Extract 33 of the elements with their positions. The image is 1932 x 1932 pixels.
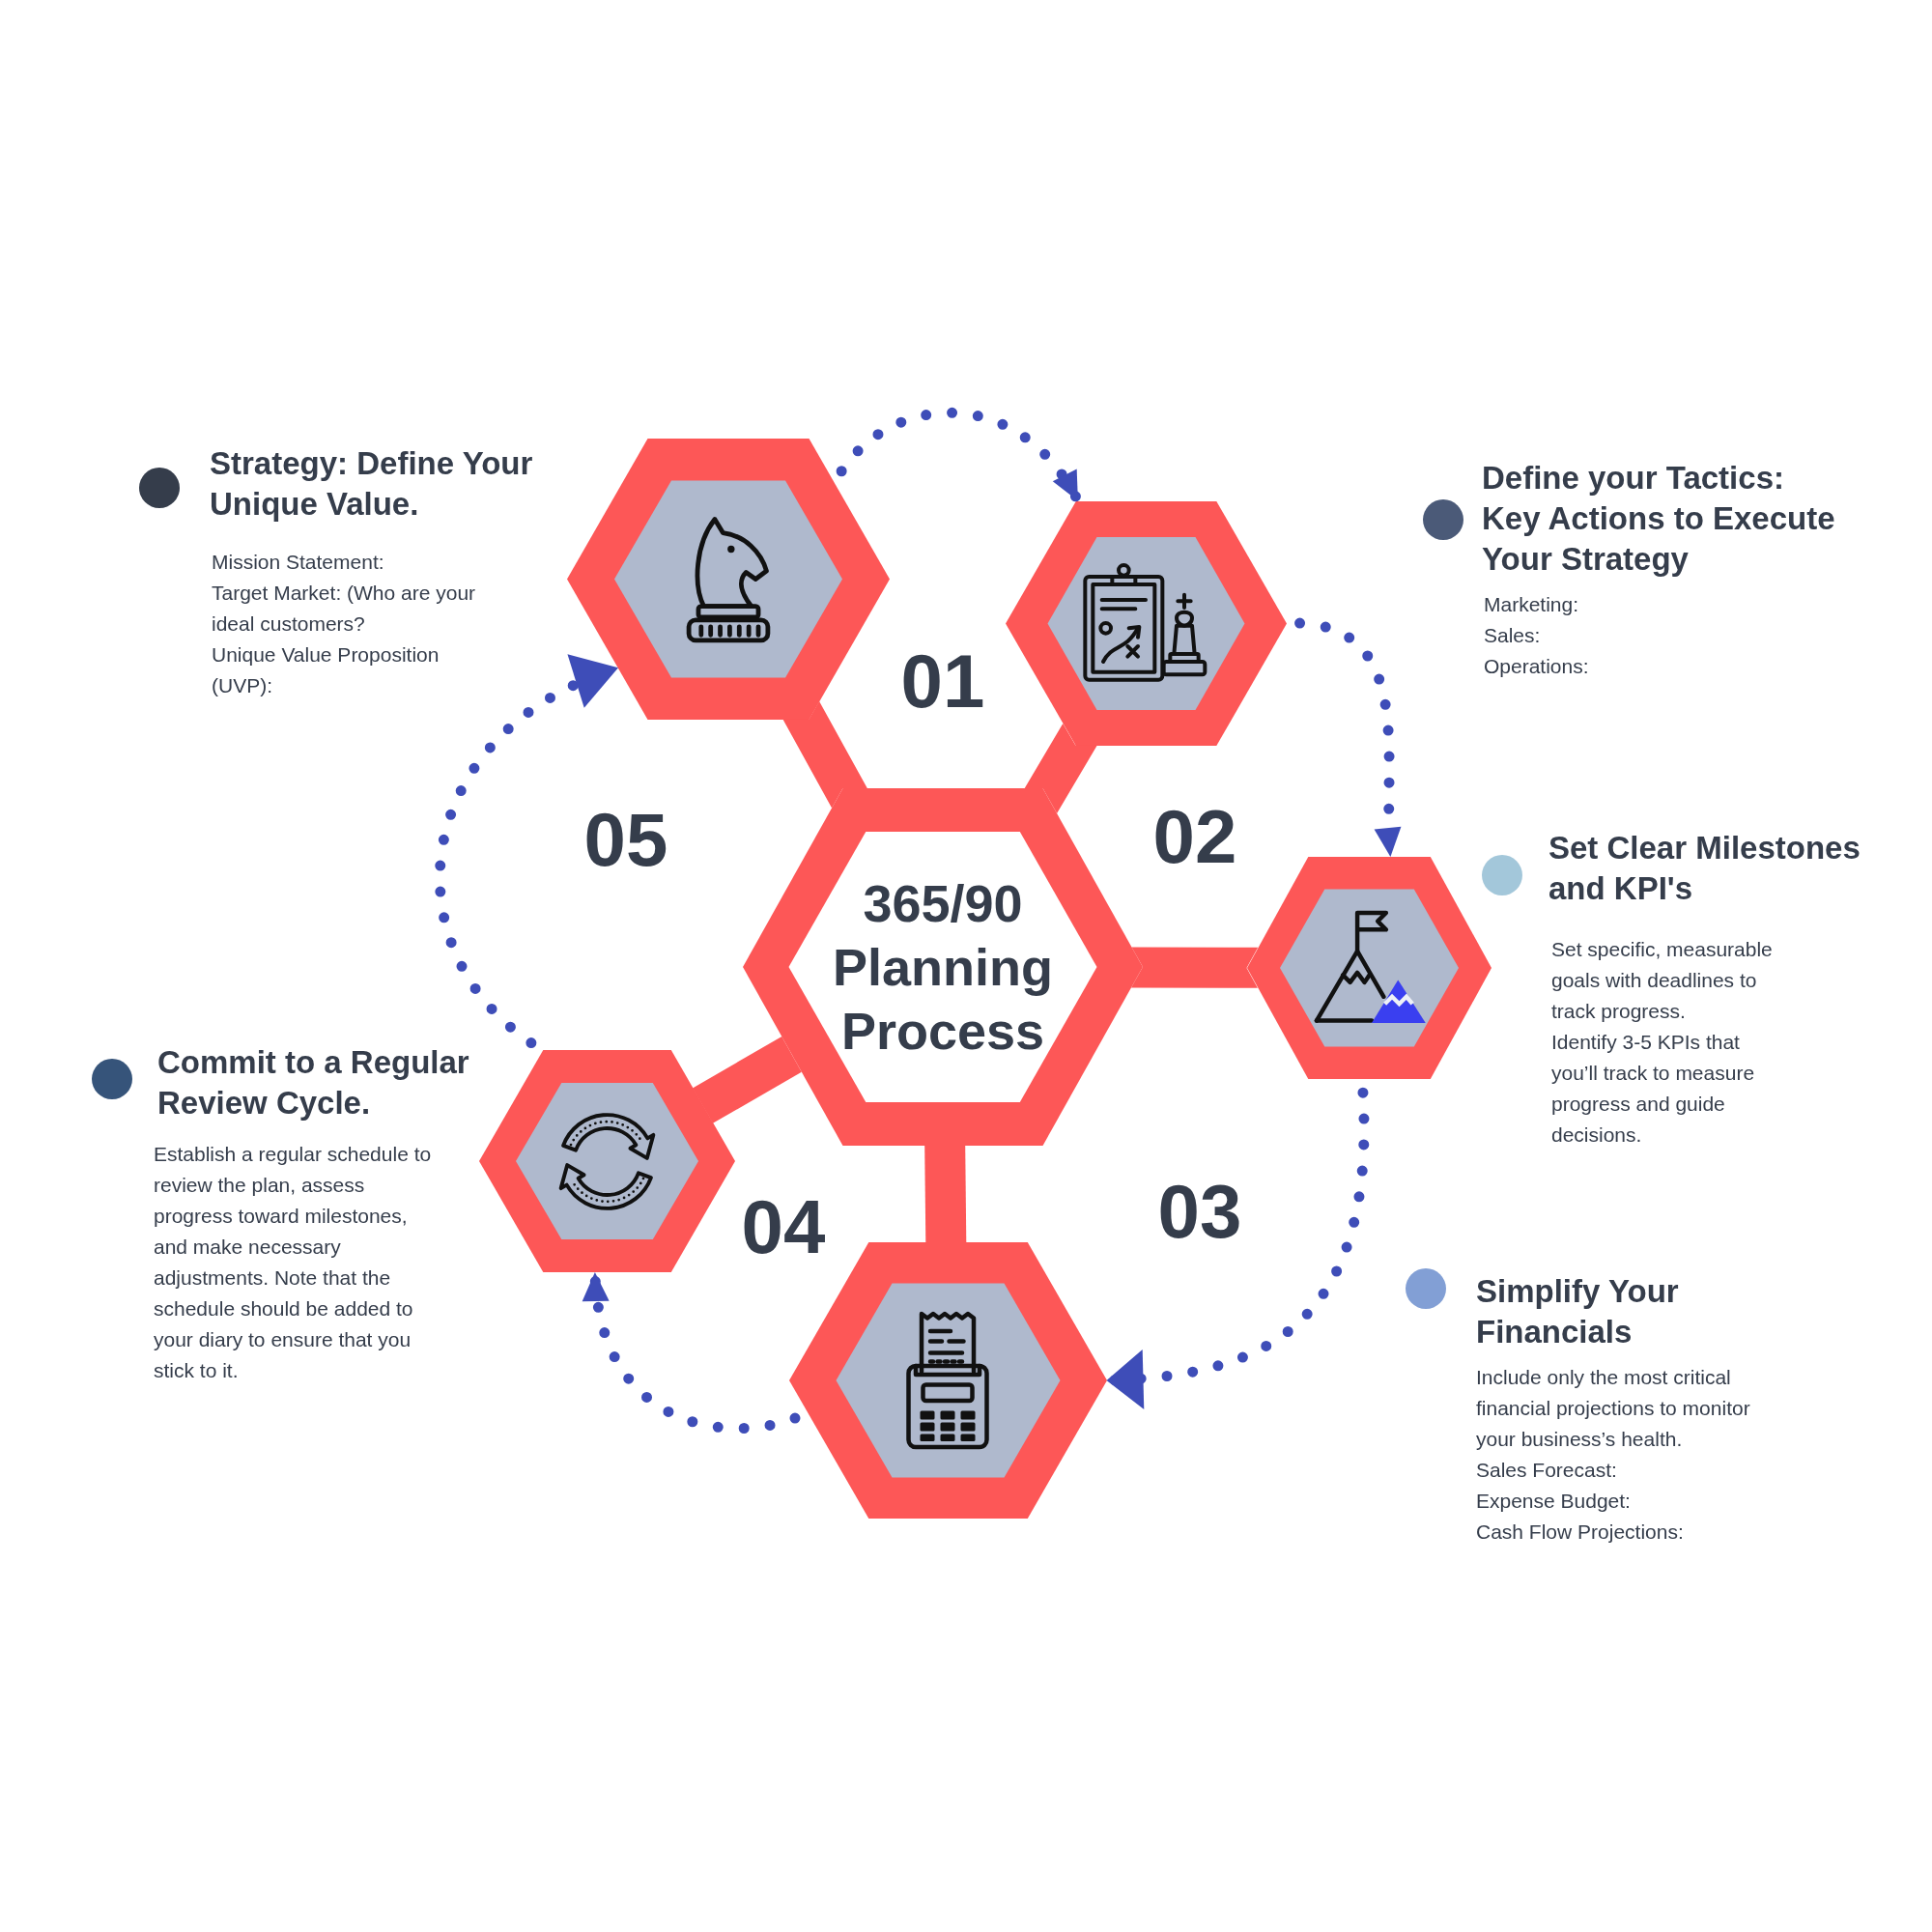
- step-detail: Marketing:: [1484, 592, 1580, 617]
- step-detail: Cash Flow Projections:: [1476, 1520, 1685, 1545]
- connector-bar: [924, 1146, 967, 1242]
- step-detail: Expense Budget:: [1476, 1489, 1632, 1514]
- connector-bar: [1024, 724, 1097, 814]
- step-detail: Sales:: [1484, 623, 1542, 648]
- connector-bar: [1131, 947, 1259, 988]
- step-detail: Sales Forecast:: [1476, 1458, 1618, 1483]
- step-detail: Establish a regular schedule to review the plan, assess progress toward milestones, and make necessary adjustments. Note that the schedule should be added to your diary to ensure that you stick to it.: [154, 1142, 433, 1383]
- center-title: 365/90 Planning Process: [832, 873, 1054, 1062]
- step-heading: Strategy: Define Your Unique Value.: [210, 444, 534, 524]
- step-heading: Simplify Your Financials: [1476, 1272, 1680, 1351]
- step-heading: Define your Tactics: Key Actions to Execute Your Strategy: [1482, 459, 1836, 579]
- step-detail: Unique Value Proposition (UVP):: [212, 642, 440, 698]
- step-hexagon: [1005, 500, 1287, 746]
- step-detail: Target Market: (Who are your ideal customers?: [212, 581, 477, 637]
- connector-bar: [782, 701, 867, 809]
- step-number: 04: [741, 1188, 826, 1265]
- step-detail: Set specific, measurable goals with deadlines to track progress.: [1551, 937, 1774, 1024]
- step-detail: Include only the most critical financial projections to monitor your business’s health.: [1476, 1365, 1751, 1452]
- step-number: 03: [1157, 1173, 1242, 1250]
- step-heading: Commit to a Regular Review Cycle.: [157, 1043, 470, 1122]
- connector-bar: [692, 1037, 802, 1123]
- step-hexagon: [567, 438, 890, 720]
- step-detail: Mission Statement:: [212, 550, 385, 575]
- hub-hexagon: [743, 788, 1143, 1146]
- step-number: 01: [900, 642, 985, 720]
- step-detail: Operations:: [1484, 654, 1590, 679]
- step-hexagon: [478, 1050, 735, 1272]
- step-heading: Set Clear Milestones and KPI's: [1548, 829, 1861, 908]
- step-hexagon: [1246, 857, 1492, 1079]
- step-detail: Identify 3-5 KPIs that you’ll track to measure progress and guide decisions.: [1551, 1030, 1756, 1148]
- step-number: 02: [1152, 798, 1237, 875]
